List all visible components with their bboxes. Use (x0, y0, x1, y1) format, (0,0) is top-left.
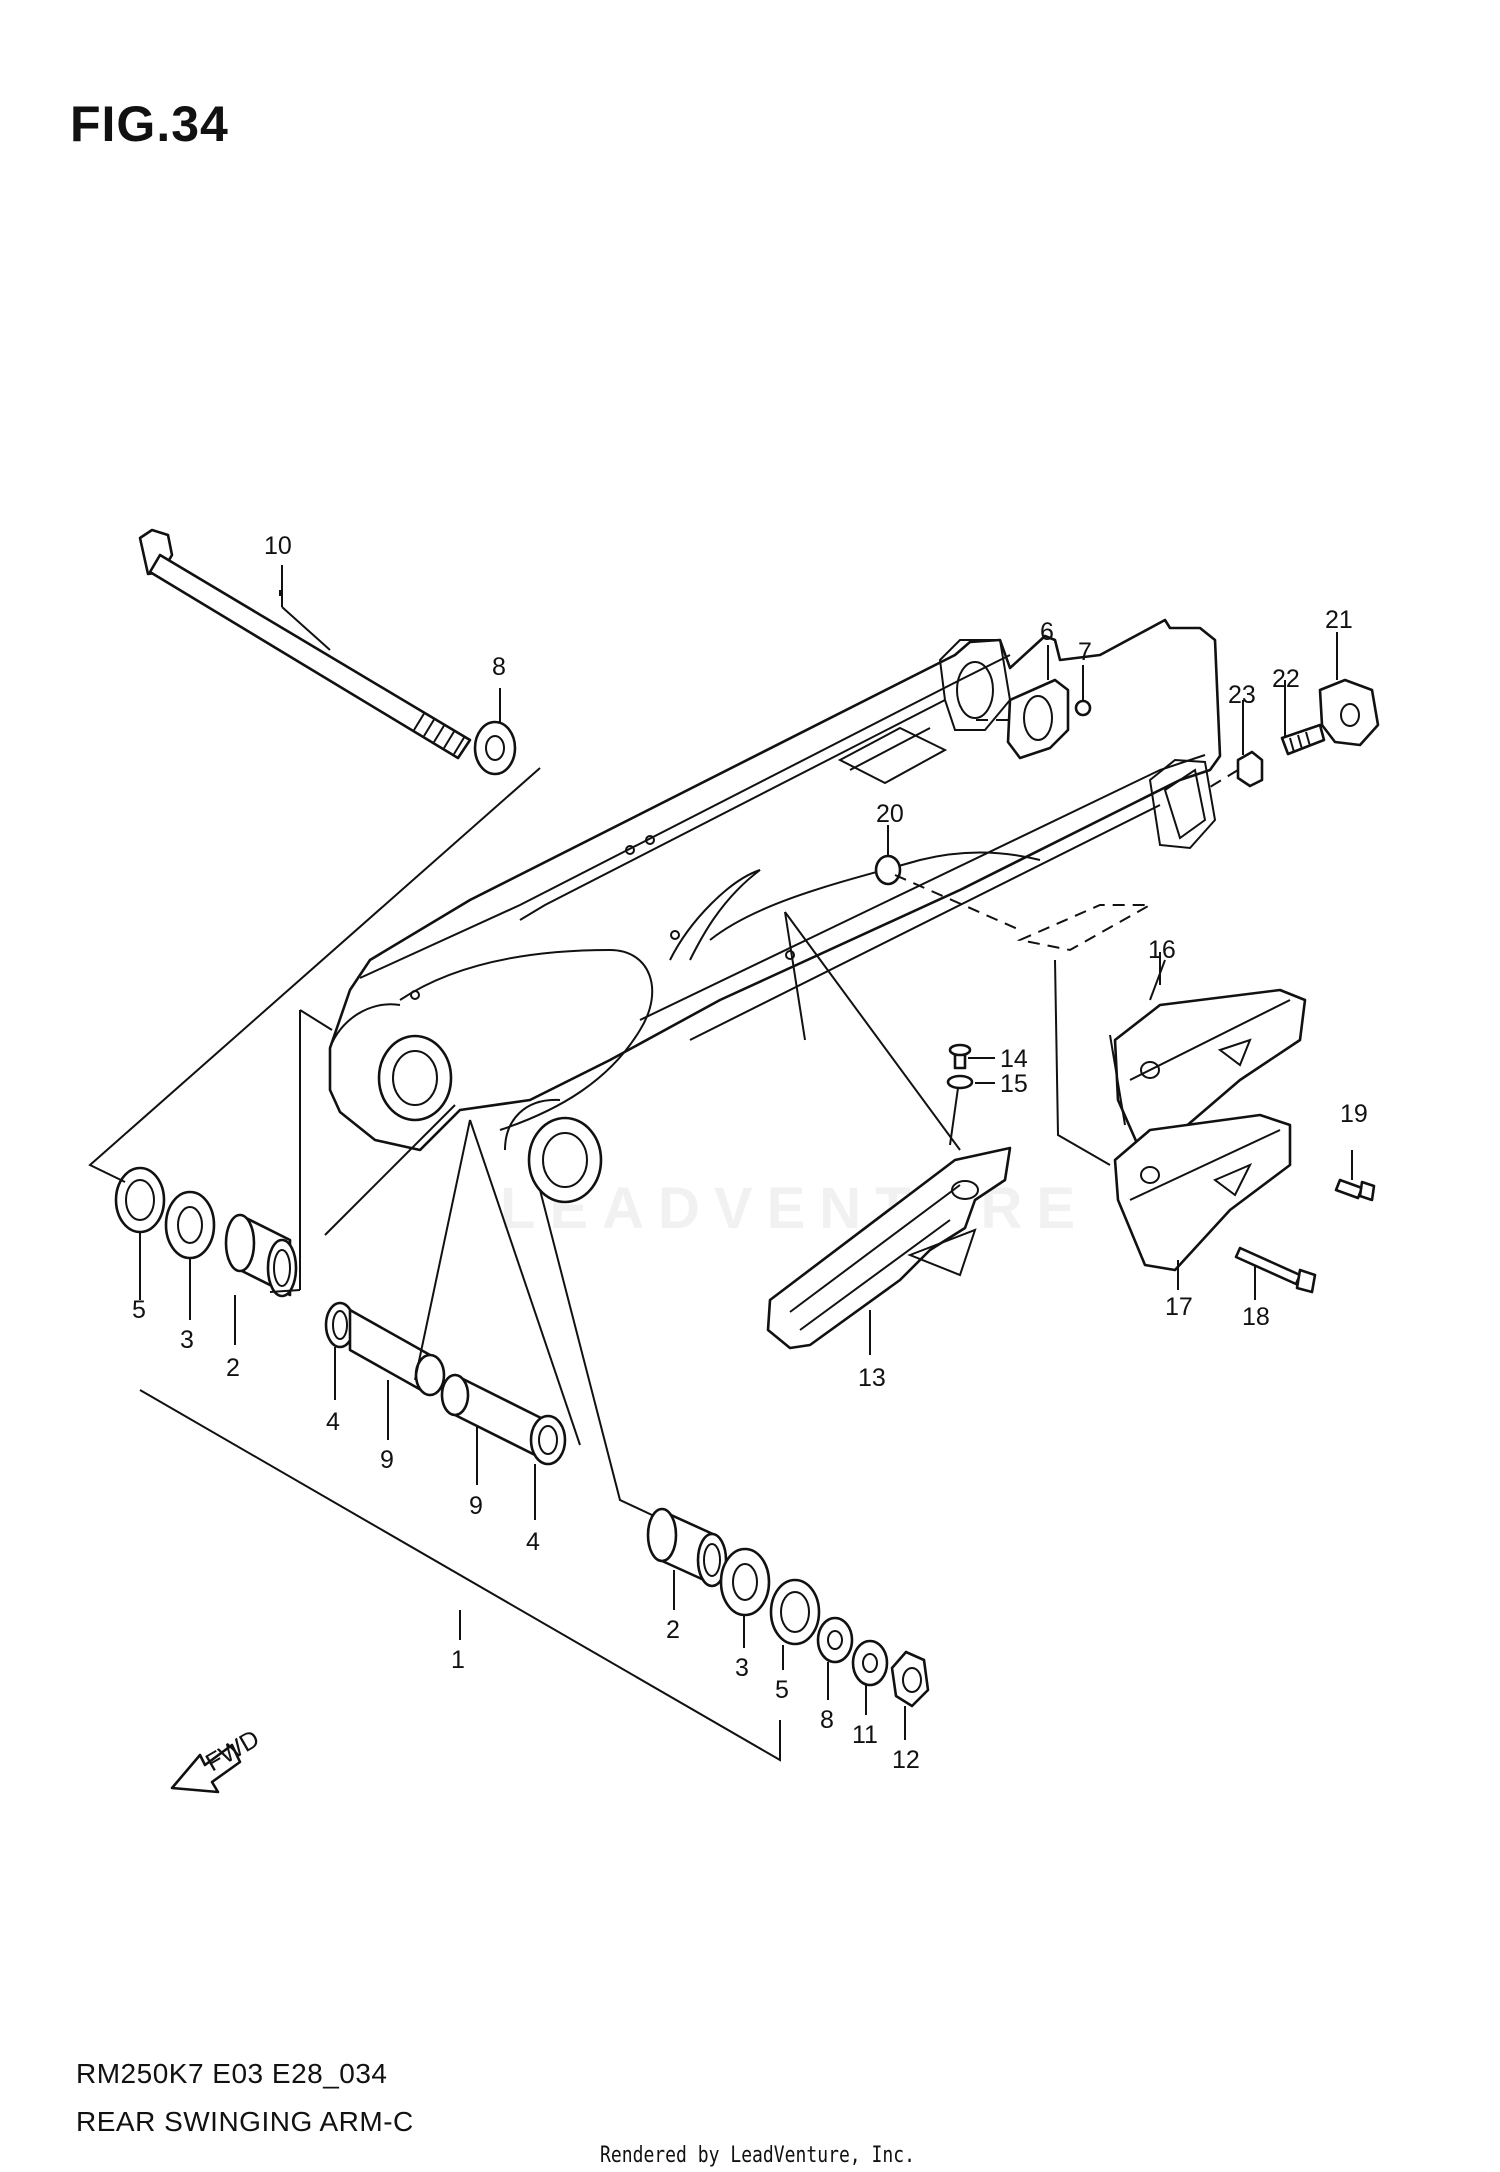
callout-9-left: 9 (380, 1446, 394, 1474)
callout-8-right: 8 (820, 1706, 834, 1734)
guide-bolt-short[interactable] (1334, 1178, 1376, 1202)
callout-2-left: 2 (226, 1354, 240, 1382)
callout-16: 16 (1148, 936, 1176, 964)
chain-guide[interactable] (766, 1146, 1012, 1350)
model-code: RM250K7 E03 E28_034 (76, 2058, 388, 2089)
callout-15: 15 (1000, 1070, 1028, 1098)
callout-4-right: 4 (526, 1528, 540, 1556)
callout-12: 12 (892, 1746, 920, 1774)
callout-8: 8 (492, 653, 506, 681)
figure-title: FIG.34 (70, 96, 229, 152)
callout-5-left: 5 (132, 1296, 146, 1324)
chain-puller[interactable] (1318, 678, 1380, 747)
swing-arm-body[interactable] (328, 618, 1222, 1204)
callout-2-right: 2 (666, 1616, 680, 1644)
callout-1: 1 (451, 1646, 465, 1674)
fwd-label: FWD (201, 1724, 264, 1777)
chain-guide-upper[interactable] (1113, 988, 1307, 1152)
callout-13: 13 (858, 1364, 886, 1392)
callout-18: 18 (1242, 1303, 1270, 1331)
callout-11: 11 (852, 1721, 878, 1749)
chain-guide-lower[interactable] (1113, 1113, 1292, 1272)
rendered-by-credit: Rendered by LeadVenture, Inc. (600, 2143, 915, 2168)
callout-22: 22 (1272, 665, 1300, 693)
callout-17: 17 (1165, 1293, 1193, 1321)
guide-bolt-long[interactable] (1234, 1246, 1317, 1294)
callout-6: 6 (1040, 618, 1054, 646)
callout-4-left: 4 (326, 1408, 340, 1436)
callout-7: 7 (1078, 638, 1092, 666)
washer-small[interactable] (946, 1074, 974, 1090)
callout-9-right: 9 (469, 1492, 483, 1520)
callout-19: 19 (1340, 1100, 1368, 1128)
screw-small[interactable] (948, 1043, 972, 1070)
fwd-arrow-icon: FWD (170, 1724, 264, 1794)
callout-3-right: 3 (735, 1654, 749, 1682)
chain-adjuster-plate[interactable] (1006, 678, 1070, 760)
callout-20: 20 (876, 800, 904, 828)
left-bearing-group[interactable] (114, 1166, 298, 1298)
adjuster-bolt-long[interactable] (1280, 723, 1326, 756)
right-bearing-group[interactable] (646, 1507, 930, 1708)
section-name: REAR SWINGING ARM-C (76, 2106, 414, 2137)
callout-5-right: 5 (775, 1676, 789, 1704)
callout-3-left: 3 (180, 1326, 194, 1354)
callout-10: 10 (264, 532, 292, 560)
pivot-shaft[interactable] (138, 528, 472, 760)
callout-21: 21 (1325, 606, 1353, 634)
center-spacers[interactable] (324, 1301, 567, 1466)
callout-23: 23 (1228, 681, 1256, 709)
adjuster-bolt[interactable] (1074, 699, 1092, 717)
washer-upper[interactable] (473, 720, 517, 776)
callout-14: 14 (1000, 1045, 1028, 1073)
leader-lines (88, 565, 1353, 1762)
guide-nut[interactable] (874, 854, 902, 886)
adjuster-nut[interactable] (1236, 750, 1264, 788)
